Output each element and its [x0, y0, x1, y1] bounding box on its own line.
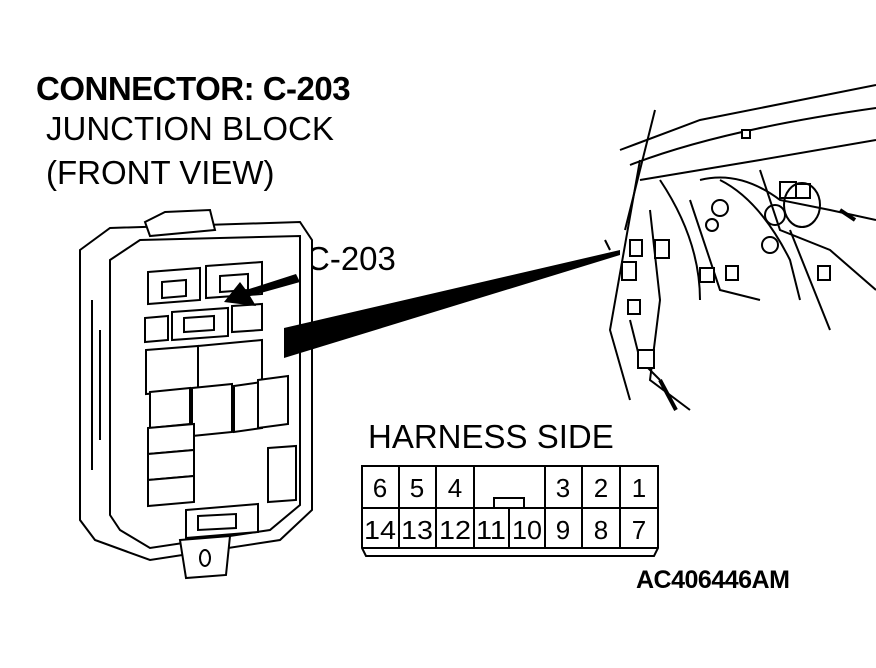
pin-numbers: 6 5 4 3 2 1 14 13 12 11 10 9 8 7	[364, 473, 646, 545]
pin-8: 8	[594, 515, 608, 545]
junction-block-drawing	[79, 208, 313, 580]
connector-pointer-arrow	[224, 274, 300, 306]
pin-1: 1	[632, 473, 646, 503]
pin-11: 11	[476, 515, 506, 545]
pin-6: 6	[373, 473, 387, 503]
pin-14: 14	[364, 515, 396, 545]
dashboard-harness-drawing	[604, 84, 876, 411]
figure-id: AC406446AM	[636, 566, 790, 594]
connector-title: CONNECTOR: C-203	[36, 70, 351, 107]
harness-connector-face	[361, 465, 659, 557]
pin-13: 13	[401, 515, 433, 545]
pin-9: 9	[556, 515, 570, 545]
pin-4: 4	[448, 473, 462, 503]
pin-5: 5	[410, 473, 424, 503]
junction-block-label: JUNCTION BLOCK	[46, 110, 334, 147]
pin-3: 3	[556, 473, 570, 503]
pin-12: 12	[439, 515, 471, 545]
harness-side-label: HARNESS SIDE	[368, 418, 614, 455]
front-view-label: (FRONT VIEW)	[46, 154, 275, 191]
connector-callout-label: C-203	[306, 240, 396, 277]
pin-7: 7	[632, 515, 646, 545]
projection-wedge	[284, 250, 620, 358]
pin-2: 2	[594, 473, 608, 503]
pin-10: 10	[512, 515, 542, 545]
